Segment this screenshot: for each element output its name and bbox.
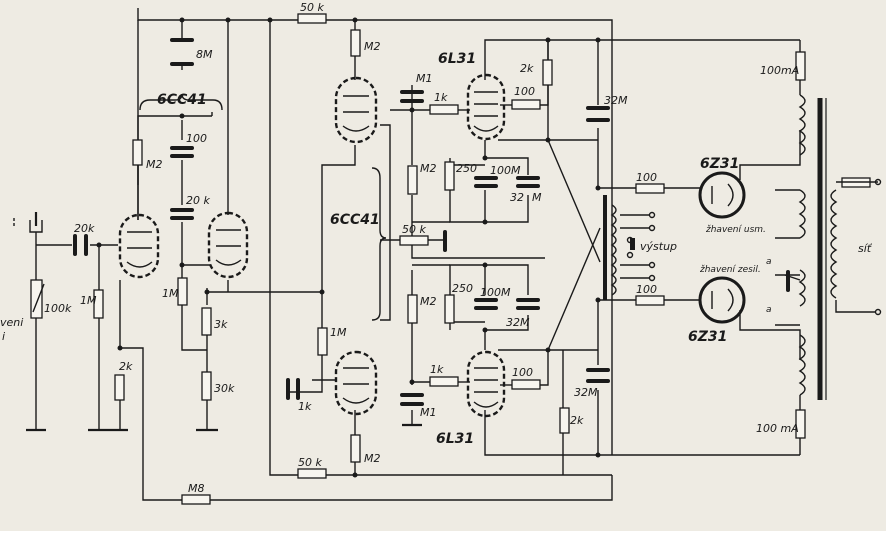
label-c-100m-top: 100M [490, 164, 521, 177]
label-r-100k: 100k [44, 302, 72, 315]
label-mark-b: a [766, 305, 772, 315]
label-r-top-50k: 50 k [300, 1, 324, 14]
label-r-30k: 30k [214, 382, 235, 395]
label-r-100-bot: 100 [512, 366, 533, 379]
label-r-250-bot: 250 [452, 282, 473, 295]
capacitors [73, 38, 610, 406]
tube-label-6l31-top: 6L31 [438, 51, 476, 67]
label-r-1m-mid: 1M [162, 287, 179, 300]
tube-6l31-bottom [466, 350, 506, 418]
label-left-cut-2: i [2, 330, 5, 343]
label-c-32m-top-b: M [532, 191, 542, 204]
tube-label-6z31-bottom: 6Z31 [688, 329, 727, 345]
label-r-50k-mid: 50 k [402, 223, 426, 236]
tube-v1-left-a [118, 213, 160, 279]
tube-group-brace-left [139, 93, 223, 111]
ground-symbols [26, 423, 422, 432]
tube-group-brace-mid [371, 167, 387, 321]
labels: 6CC41 6CC41 6L31 6L31 6Z31 6Z31 50 k 50 … [0, 1, 873, 495]
label-r-m2-left: M2 [146, 158, 163, 171]
tube-v2-top [334, 76, 378, 144]
label-r-2k-top: 2k [520, 62, 534, 75]
tube-6z31-bottom [698, 276, 746, 324]
label-mains: síť [858, 242, 873, 255]
label-r-100-rect-bot: 100 [636, 283, 657, 296]
label-r-1k-bot: 1k [430, 363, 444, 376]
label-output: výstup [640, 240, 677, 253]
label-c-100m-bot: 100M [480, 286, 511, 299]
label-r-250-top: 250 [456, 162, 477, 175]
label-left-cut: veni [0, 316, 23, 329]
resistors [30, 13, 871, 505]
label-r-m2-bot: M2 [364, 452, 381, 465]
output-transformer [603, 195, 656, 300]
label-c-m1-top: M1 [416, 72, 433, 85]
label-r-100ma-bot: 100 mA [756, 422, 799, 435]
label-r-1m-left: 1M [80, 294, 97, 307]
label-heater-rect: žhavení usm. [705, 225, 766, 235]
label-c-32m-top: 32 [510, 191, 524, 204]
tube-v2-bottom [334, 350, 378, 416]
label-heater-amp: žhavení zesil. [699, 265, 761, 275]
label-r-100-rect-top: 100 [636, 171, 657, 184]
label-r-3k: 3k [214, 318, 228, 331]
tube-label-6l31-bottom: 6L31 [436, 431, 474, 447]
label-r-1k-top: 1k [434, 91, 448, 104]
label-c-32m-big-top: 32M [604, 94, 628, 107]
label-r-m2-mid-bot: M2 [420, 295, 437, 308]
label-r-2k-left: 2k [119, 360, 133, 373]
label-r-m2-top: M2 [364, 40, 381, 53]
label-r-m8: M8 [188, 482, 205, 495]
label-c-32m-bot: 32M [506, 316, 530, 329]
label-c-20k-mid: 20 k [186, 194, 210, 207]
label-r-bot-50k: 50 k [298, 456, 322, 469]
input-jack [13, 212, 43, 233]
label-r-1k-cathode: 1k [298, 400, 312, 413]
label-c-100-grid: 100 [186, 132, 207, 145]
junction-dots [96, 17, 601, 478]
label-r-2k-bot: 2k [570, 414, 584, 427]
tube-v1-left-b [207, 211, 249, 279]
label-c-32m-big-bot: 32M [574, 386, 598, 399]
label-r-1m-cathode: 1M [330, 326, 347, 339]
tube-label-6z31-top: 6Z31 [700, 156, 739, 172]
tube-label-6cc41-left: 6CC41 [157, 92, 207, 108]
label-r-100-top: 100 [514, 85, 535, 98]
tube-label-6cc41-mid: 6CC41 [330, 212, 380, 228]
tube-6z31-top [698, 171, 746, 219]
label-c-20k-input: 20k [74, 222, 95, 235]
power-transformer [775, 94, 882, 400]
label-c-m1-bot: M1 [420, 406, 437, 419]
tube-6l31-top [466, 73, 506, 141]
label-r-m2-mid-top: M2 [420, 162, 437, 175]
label-c-8m: 8M [196, 48, 213, 61]
label-mark-a: a [766, 257, 772, 267]
wiring [35, 8, 801, 501]
label-r-100ma-top: 100mA [760, 64, 799, 77]
